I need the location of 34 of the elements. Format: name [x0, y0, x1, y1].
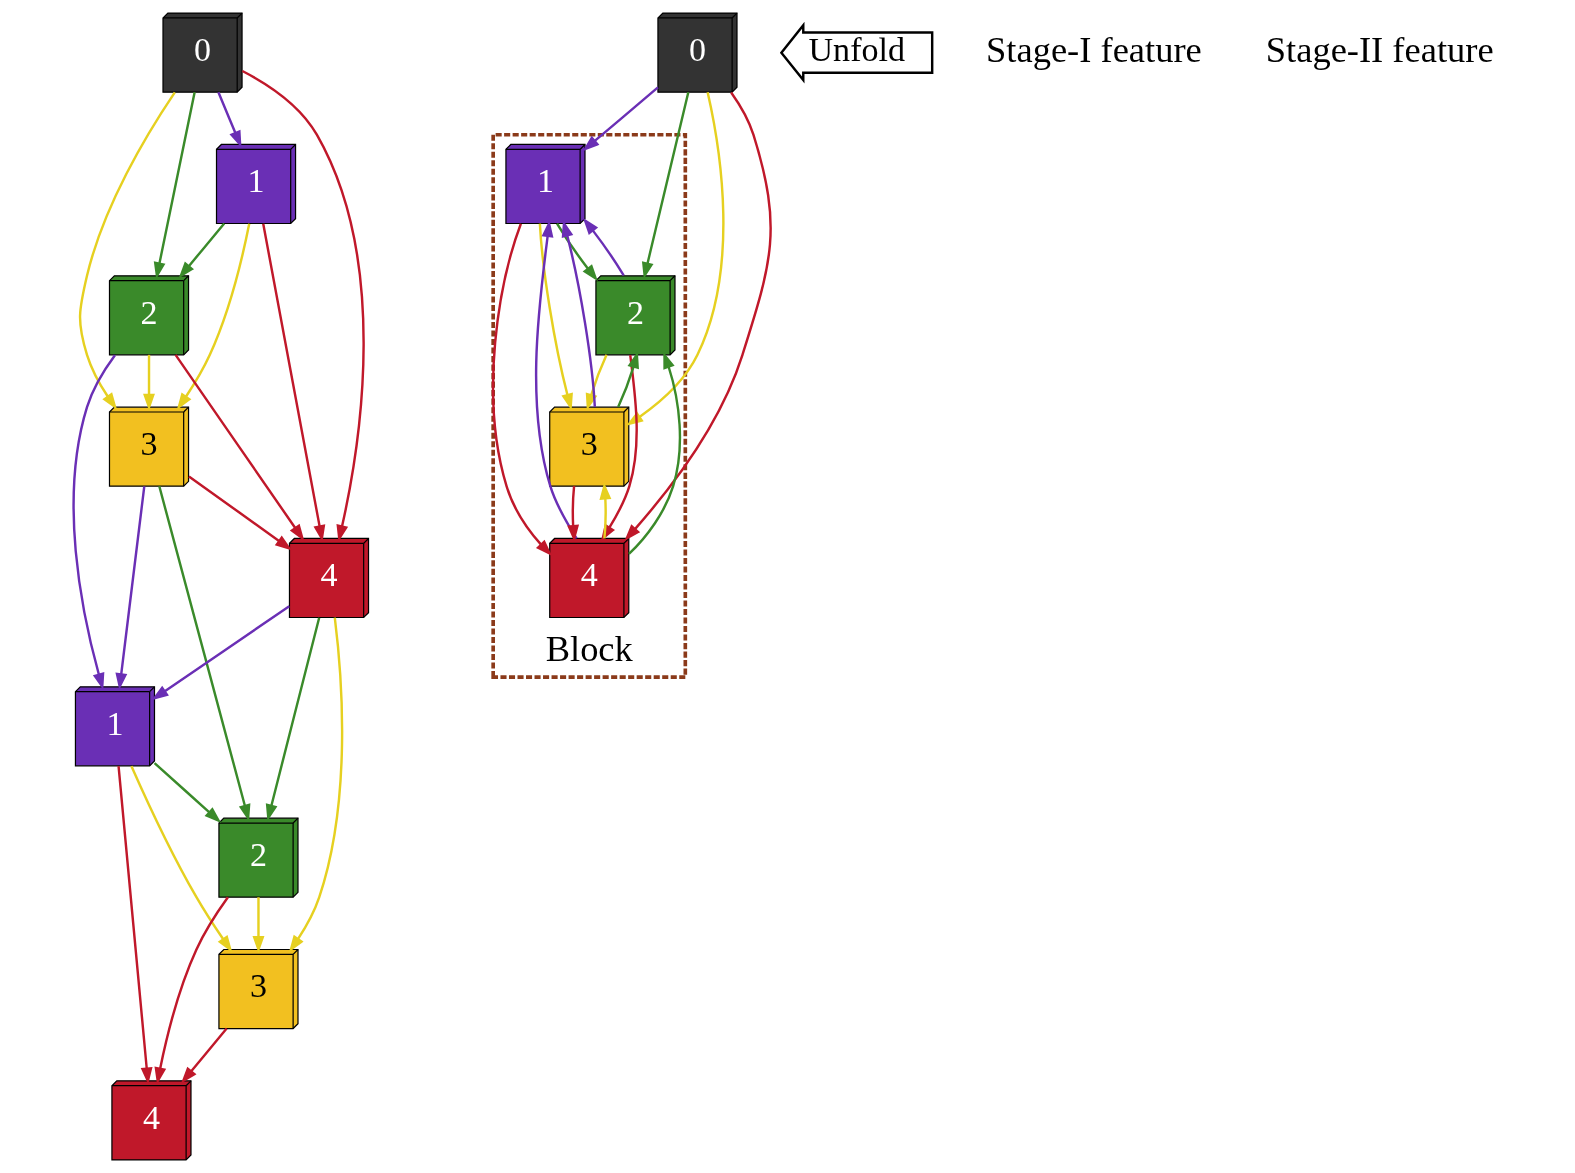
- arrow: [582, 86, 659, 152]
- arrow: [265, 617, 320, 822]
- arrow: [216, 91, 241, 148]
- arrow: [241, 69, 365, 542]
- arrow: [129, 765, 232, 953]
- arrow: [114, 486, 145, 691]
- label: Stage-II feature: [1265, 28, 1494, 70]
- arrow: [150, 605, 290, 701]
- arrow: [641, 91, 689, 280]
- arrow: [180, 1027, 228, 1084]
- arrow: [142, 354, 155, 411]
- arrow: [153, 92, 196, 280]
- arrow: [78, 91, 176, 410]
- arrow: [555, 222, 598, 282]
- arrow: [176, 223, 250, 410]
- arrow: [598, 482, 611, 539]
- arrow: [288, 617, 343, 953]
- arrow: [157, 486, 250, 822]
- arrow: [71, 354, 116, 690]
- arrow: [252, 897, 264, 954]
- arrow: [582, 217, 625, 277]
- arrow: [153, 762, 221, 824]
- arrow: [534, 220, 578, 539]
- arrow: [153, 896, 229, 1085]
- arrow: [178, 222, 225, 279]
- arrow: [616, 351, 639, 408]
- arrow: [561, 220, 596, 407]
- arrow: [187, 475, 292, 551]
- arrow: [116, 766, 153, 1085]
- arrow: [538, 223, 573, 411]
- arrow: [174, 354, 304, 542]
- label: Stage-I feature: [985, 28, 1202, 70]
- arrow: [491, 223, 552, 557]
- arrow: [585, 354, 608, 411]
